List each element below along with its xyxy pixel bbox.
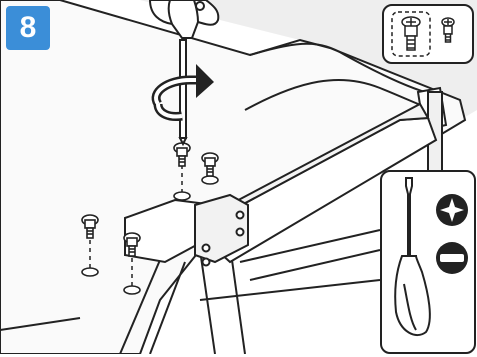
screwdriver-type-graphic — [382, 172, 474, 352]
phillips-head-icon — [436, 194, 468, 226]
screw-icon — [402, 17, 420, 50]
screw-type-graphic — [384, 6, 472, 62]
screwdriver-type-inset — [380, 170, 476, 354]
flat-head-icon — [436, 242, 468, 274]
screwdriver-shaft — [180, 40, 186, 144]
screw-icon — [442, 18, 454, 42]
screwdriver-icon — [395, 178, 430, 335]
screw-type-inset — [382, 4, 474, 64]
step-number-badge: 8 — [6, 6, 50, 50]
